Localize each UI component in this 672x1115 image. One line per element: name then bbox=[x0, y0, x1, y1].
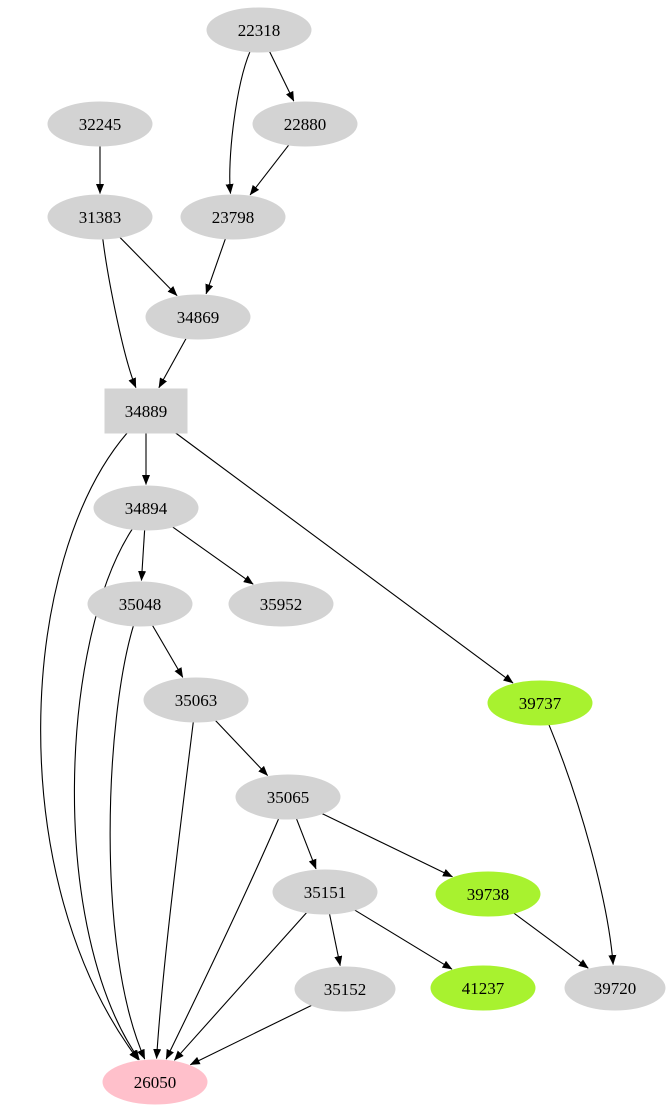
node-label-34889: 34889 bbox=[125, 402, 168, 421]
node-shape-ellipse bbox=[235, 774, 341, 820]
node-label-26050: 26050 bbox=[134, 1073, 177, 1092]
node-shape-ellipse bbox=[435, 871, 541, 917]
edge-22318-22880 bbox=[269, 51, 295, 102]
node-22318: 22318 bbox=[206, 7, 312, 53]
edge-35048-26050 bbox=[109, 625, 146, 1060]
node-layer: 22318 22880 32245 31383 23798 34869 34889 34894… bbox=[47, 7, 666, 1105]
node-23798: 23798 bbox=[180, 194, 286, 240]
node-39737: 39737 bbox=[487, 680, 593, 726]
node-shape-box bbox=[104, 388, 188, 434]
edge-35152-26050 bbox=[189, 1004, 312, 1066]
node-35065: 35065 bbox=[235, 774, 341, 820]
edge-22318-23798 bbox=[225, 51, 251, 195]
node-shape-ellipse bbox=[272, 869, 378, 915]
node-shape-ellipse bbox=[145, 294, 251, 340]
edge-35065-39738 bbox=[321, 813, 453, 878]
node-label-35152: 35152 bbox=[324, 980, 367, 999]
edge-34889-26050 bbox=[40, 432, 139, 1061]
node-label-34894: 34894 bbox=[125, 499, 168, 518]
edge-22880-23798 bbox=[249, 144, 290, 196]
node-label-22318: 22318 bbox=[238, 21, 281, 40]
node-label-39720: 39720 bbox=[594, 979, 637, 998]
node-31383: 31383 bbox=[47, 194, 153, 240]
node-label-41237: 41237 bbox=[462, 979, 505, 998]
node-label-32245: 32245 bbox=[79, 115, 122, 134]
node-label-22880: 22880 bbox=[284, 115, 327, 134]
node-34889: 34889 bbox=[104, 388, 188, 434]
edge-35151-35152 bbox=[328, 913, 343, 967]
node-shape-ellipse bbox=[180, 194, 286, 240]
node-35063: 35063 bbox=[143, 677, 249, 723]
node-shape-ellipse bbox=[102, 1059, 208, 1105]
node-35151: 35151 bbox=[272, 869, 378, 915]
node-41237: 41237 bbox=[430, 965, 536, 1011]
node-shape-ellipse bbox=[430, 965, 536, 1011]
edge-35063-35065 bbox=[214, 720, 269, 776]
edge-35065-26050 bbox=[165, 818, 280, 1060]
node-35048: 35048 bbox=[87, 581, 193, 627]
node-label-23798: 23798 bbox=[212, 208, 255, 227]
node-shape-ellipse bbox=[564, 965, 666, 1011]
node-shape-ellipse bbox=[47, 101, 153, 147]
edge-35151-41237 bbox=[354, 909, 453, 970]
node-shape-ellipse bbox=[87, 581, 193, 627]
edge-34889-39737 bbox=[175, 432, 514, 684]
edge-34894-35952 bbox=[172, 526, 254, 585]
node-label-39738: 39738 bbox=[467, 885, 510, 904]
node-shape-ellipse bbox=[47, 194, 153, 240]
edge-layer bbox=[40, 51, 617, 1066]
edge-34894-26050 bbox=[73, 528, 140, 1061]
node-label-31383: 31383 bbox=[79, 208, 122, 227]
edge-31383-34889 bbox=[102, 238, 137, 389]
edge-23798-34869 bbox=[205, 238, 226, 295]
node-22880: 22880 bbox=[252, 101, 358, 147]
node-26050: 26050 bbox=[102, 1059, 208, 1105]
edge-35151-26050 bbox=[174, 912, 308, 1061]
node-39738: 39738 bbox=[435, 871, 541, 917]
node-label-34869: 34869 bbox=[177, 308, 220, 327]
node-shape-ellipse bbox=[294, 966, 396, 1012]
edge-39737-39720 bbox=[548, 724, 617, 966]
node-35952: 35952 bbox=[228, 581, 334, 627]
edge-34869-34889 bbox=[158, 338, 187, 389]
node-shape-ellipse bbox=[143, 677, 249, 723]
node-shape-ellipse bbox=[252, 101, 358, 147]
node-shape-ellipse bbox=[206, 7, 312, 53]
node-35152: 35152 bbox=[294, 966, 396, 1012]
node-label-39737: 39737 bbox=[519, 694, 562, 713]
node-34894: 34894 bbox=[93, 485, 199, 531]
edge-34894-35048 bbox=[138, 529, 147, 582]
node-39720: 39720 bbox=[564, 965, 666, 1011]
edge-35063-26050 bbox=[153, 721, 194, 1060]
edge-31383-34869 bbox=[119, 236, 178, 296]
node-shape-ellipse bbox=[93, 485, 199, 531]
node-34869: 34869 bbox=[145, 294, 251, 340]
edge-35048-35063 bbox=[151, 625, 184, 678]
node-label-35048: 35048 bbox=[119, 595, 162, 614]
node-label-35151: 35151 bbox=[304, 883, 347, 902]
edge-39738-39720 bbox=[513, 912, 589, 969]
node-32245: 32245 bbox=[47, 101, 153, 147]
node-label-35063: 35063 bbox=[175, 691, 218, 710]
node-label-35952: 35952 bbox=[260, 595, 303, 614]
node-label-35065: 35065 bbox=[267, 788, 310, 807]
edge-35065-35151 bbox=[295, 818, 317, 870]
node-shape-ellipse bbox=[228, 581, 334, 627]
node-shape-ellipse bbox=[487, 680, 593, 726]
